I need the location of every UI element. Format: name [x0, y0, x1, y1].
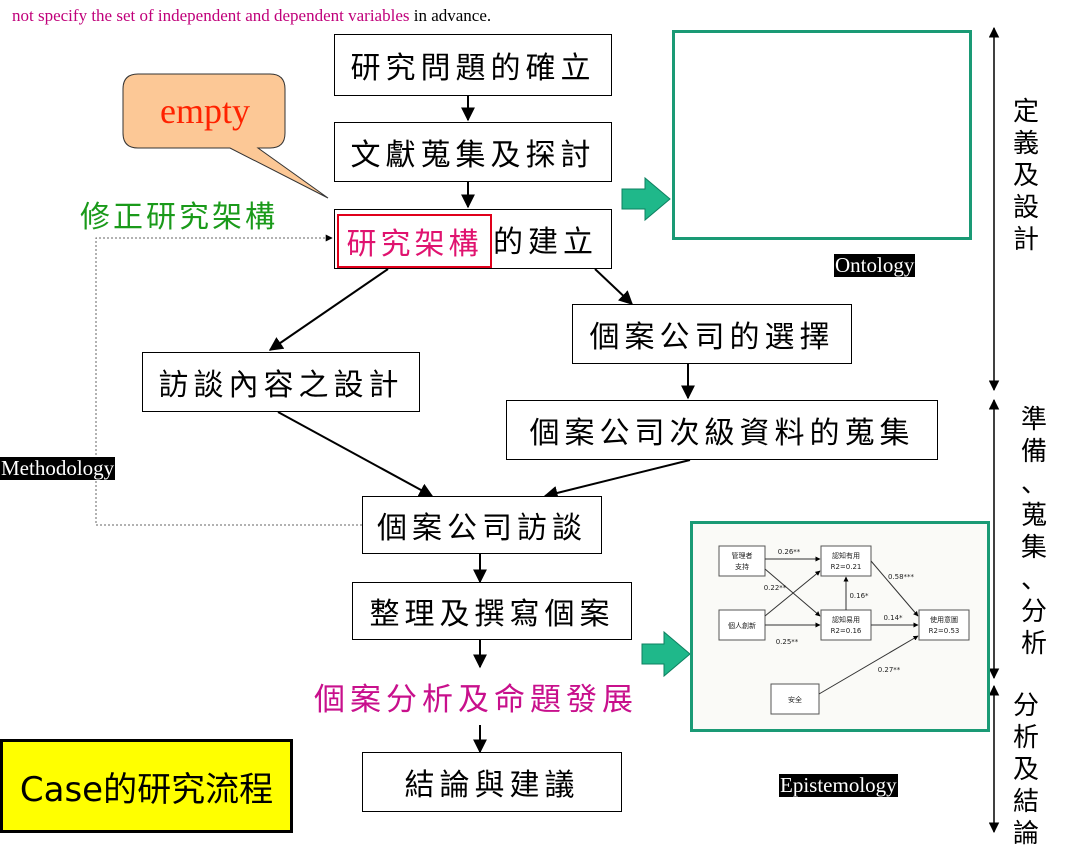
- phase-analysis-char: 及: [1012, 755, 1039, 785]
- edge-ms-ease: [764, 568, 821, 617]
- phase-preparation-char: 蒐: [1020, 501, 1047, 531]
- modify-framework-label: 修正研究架構: [80, 200, 278, 235]
- coef-ms-useful: 0.26**: [778, 548, 801, 556]
- phase-analysis-char: 分: [1012, 691, 1039, 721]
- phase-definition-char: 定: [1012, 97, 1039, 127]
- step-research-question: 研究問題的確立: [334, 34, 612, 96]
- phase-preparation-char: 、: [1020, 469, 1047, 499]
- node-mgmt-support-l1: 管理者: [732, 551, 753, 560]
- coef-ms-ease: 0.22**: [764, 584, 787, 592]
- framework-highlight: 研究架構: [337, 214, 492, 268]
- node-innovation: [718, 609, 766, 641]
- top-note-rest: in advance.: [409, 6, 492, 25]
- phase-preparation-char: 、: [1020, 565, 1047, 595]
- node-usefulness-l2: R2=0.21: [831, 563, 862, 571]
- node-security-text: 安全: [788, 695, 802, 704]
- edge-innov-useful: [764, 570, 821, 617]
- node-intention: [918, 609, 970, 641]
- coef-ease-intent: 0.14*: [883, 614, 903, 622]
- edge-useful-intent: [870, 560, 919, 617]
- step-literature-review: 文獻蒐集及探討: [334, 122, 612, 182]
- node-usefulness-l1: 認知有用: [832, 551, 860, 560]
- node-security: [770, 683, 820, 715]
- node-ease: [820, 609, 872, 641]
- node-intention-l2: R2=0.53: [929, 627, 960, 635]
- top-note-highlight: not specify the set of independent and d…: [12, 6, 410, 25]
- coef-ease-useful: 0.16*: [849, 592, 869, 600]
- node-mgmt-support: [718, 545, 766, 577]
- node-innovation-text: 個人創新: [728, 621, 756, 630]
- step-framework-building-rest: 的建立: [493, 225, 598, 260]
- node-intention-l1: 使用意圖: [930, 615, 958, 624]
- case-flow-title: Case的研究流程: [0, 739, 293, 833]
- coef-security-intent: 0.27**: [878, 666, 901, 674]
- methodology-label: Methodology: [0, 456, 116, 480]
- arrow-3-interview-design: [268, 268, 389, 351]
- phase-definition-char: 義: [1012, 129, 1039, 159]
- arrow-3-selection: [594, 268, 634, 305]
- feedback-loop: [95, 234, 362, 526]
- step-secondary-data: 個案公司次級資料的蒐集: [506, 400, 938, 460]
- phase-label-analysis: 分 析 及 結 論: [1006, 690, 1046, 850]
- phase-analysis-char: 析: [1012, 723, 1039, 753]
- path-model-diagram: 管理者 支持 個人創新 安全 認知有用 R2=0.21 認知易用 R2=0.16…: [693, 524, 987, 729]
- green-arrow-ontology: [621, 176, 671, 222]
- step-interview-design: 訪談內容之設計: [142, 352, 420, 412]
- phase-definition-char: 設: [1012, 193, 1039, 223]
- arrow-design-interview: [277, 411, 434, 497]
- step-company-selection: 個案公司的選擇: [572, 304, 852, 364]
- phase-label-preparation: 準 備 、 蒐 集 、 分 析: [1014, 404, 1054, 660]
- phase-label-definition: 定 義 及 設 計: [1006, 96, 1046, 256]
- node-mgmt-support-l2: 支持: [735, 562, 749, 571]
- callout-text: empty: [160, 91, 250, 131]
- phase-analysis-char: 結: [1012, 787, 1039, 817]
- epistemology-label: Epistemology: [779, 773, 898, 797]
- node-ease-l1: 認知易用: [832, 615, 860, 624]
- phase-preparation-char: 備: [1020, 437, 1047, 467]
- step-company-interview: 個案公司訪談: [362, 496, 602, 554]
- top-note: not specify the set of independent and d…: [12, 6, 491, 26]
- step-conclusion: 結論與建議: [362, 752, 622, 812]
- node-ease-l2: R2=0.16: [831, 627, 862, 635]
- arrow-secondary-interview: [543, 459, 691, 500]
- phase-definition-char: 計: [1012, 225, 1039, 255]
- coef-useful-intent: 0.58***: [888, 573, 915, 581]
- ontology-label: Ontology: [834, 253, 916, 277]
- phase-definition-char: 及: [1012, 161, 1039, 191]
- phase-preparation-char: 準: [1020, 405, 1047, 435]
- epistemology-frame: 管理者 支持 個人創新 安全 認知有用 R2=0.21 認知易用 R2=0.16…: [690, 521, 990, 732]
- phase-preparation-char: 分: [1020, 597, 1047, 627]
- step-write-case: 整理及撰寫個案: [352, 582, 632, 640]
- step-case-analysis: 個案分析及命題發展: [314, 681, 638, 718]
- phase-preparation-char: 析: [1020, 629, 1047, 659]
- phase-analysis-char: 論: [1012, 819, 1039, 849]
- green-arrow-epistemology: [641, 630, 691, 678]
- edge-security-intent: [818, 635, 919, 695]
- callout-balloon: [122, 73, 329, 199]
- ontology-frame: [672, 30, 972, 240]
- node-usefulness: [820, 545, 872, 577]
- coef-innov-ease: 0.25**: [776, 638, 799, 646]
- phase-preparation-char: 集: [1020, 533, 1047, 563]
